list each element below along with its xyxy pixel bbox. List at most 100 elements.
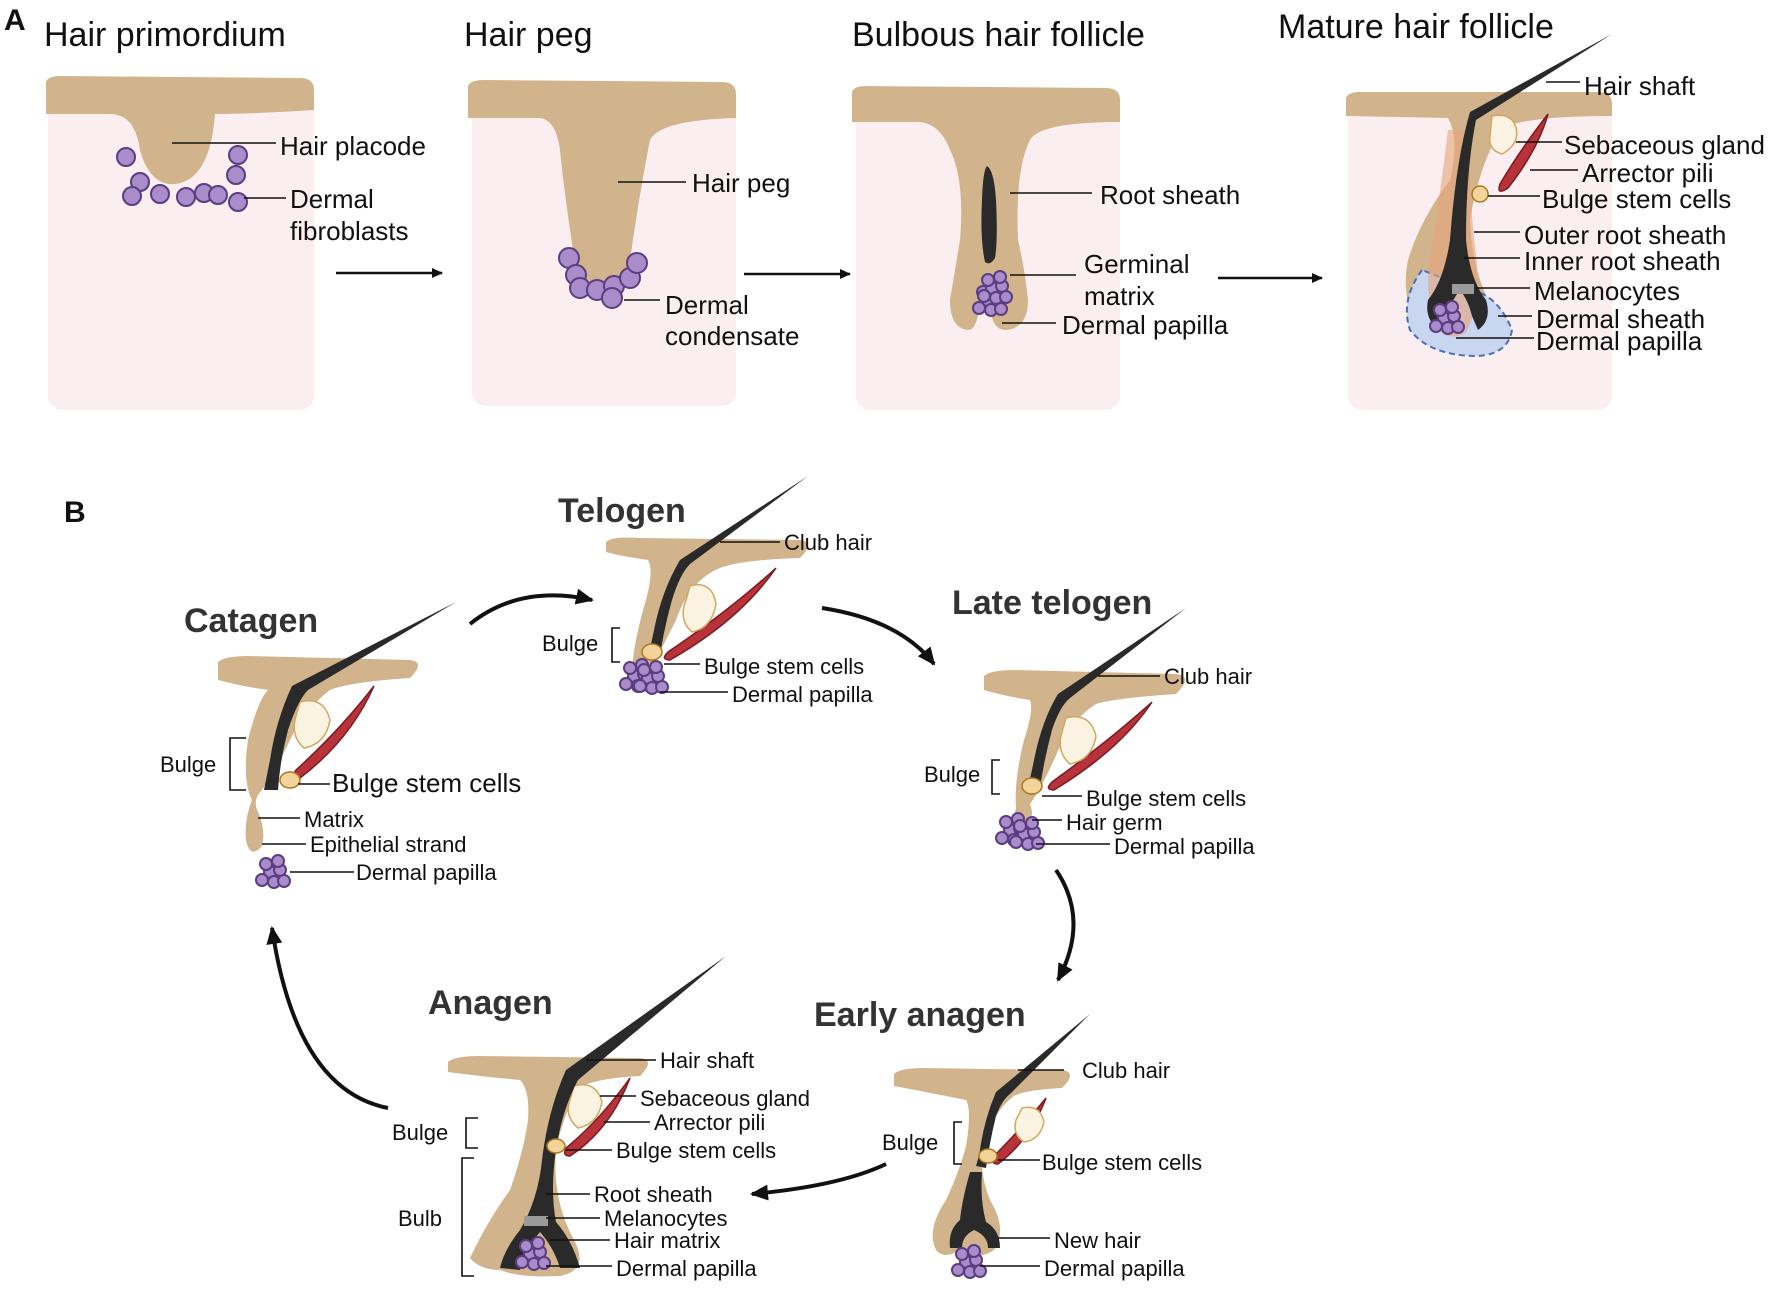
label-bulge: Bulge xyxy=(542,631,598,656)
bulge-stem-cells xyxy=(279,771,301,789)
label-bulge: Bulge xyxy=(160,752,216,777)
label-root-sheath: Root sheath xyxy=(1100,180,1240,210)
label-dermal-papilla: Dermal papilla xyxy=(1044,1256,1185,1281)
label-inner-root-sheath: Inner root sheath xyxy=(1524,246,1721,276)
cycle-arrow-catagen-telogen xyxy=(468,588,594,626)
stage-title-anagen: Anagen xyxy=(428,984,553,1022)
label-arrector-pili: Arrector pili xyxy=(1582,158,1713,188)
sebaceous-gland xyxy=(293,700,331,749)
label-bulge: Bulge xyxy=(392,1120,448,1145)
bulge-bracket xyxy=(991,759,1000,795)
label-outer-root-sheath: Outer root sheath xyxy=(1524,220,1726,250)
sebaceous-gland xyxy=(1014,1106,1045,1143)
bulb-bracket xyxy=(461,1157,474,1277)
stage-title-telogen: Telogen xyxy=(558,492,686,530)
stage-title-bulbous: Bulbous hair follicle xyxy=(852,16,1145,54)
label-new-hair: New hair xyxy=(1054,1228,1141,1253)
bulge-bracket xyxy=(229,737,246,791)
label-arrector-pili: Arrector pili xyxy=(654,1110,765,1135)
label-epithelial-strand: Epithelial strand xyxy=(310,832,467,857)
label-club-hair: Club hair xyxy=(784,530,872,555)
root-sheath-core xyxy=(981,166,997,264)
dermal-papilla-cells xyxy=(255,854,291,889)
panel-b-letter: B xyxy=(64,496,86,529)
epidermis-placode xyxy=(46,76,314,185)
label-hair-shaft: Hair shaft xyxy=(660,1048,754,1073)
stage-telogen: Telogen Bulge Club hair Bulge stem cells… xyxy=(542,476,873,707)
label-dermal-papilla: Dermal papilla xyxy=(356,860,497,885)
arrector-pili-muscle xyxy=(1047,701,1153,791)
label-sebaceous-gland: Sebaceous gland xyxy=(640,1086,810,1111)
label-dermal: Dermal xyxy=(290,184,374,214)
stage-mature-hair-follicle: Mature hair follicle Hair shaft Sebaceou… xyxy=(1278,8,1765,410)
bulge-stem-cells xyxy=(546,1138,566,1154)
sebaceous-gland xyxy=(682,584,717,633)
bulge-bracket xyxy=(465,1117,478,1149)
label-matrix: Matrix xyxy=(304,807,364,832)
cycle-arrow-telogen-late-telogen xyxy=(821,606,936,666)
melanocytes xyxy=(524,1216,548,1226)
stage-catagen: Catagen Bulge Bulge stem cells Matrix Ep… xyxy=(160,602,521,889)
stage-title-hair-peg: Hair peg xyxy=(464,16,593,54)
dermal-fibroblasts xyxy=(116,145,248,212)
label-dermal-sheath: Dermal sheath xyxy=(1536,304,1705,334)
stage-hair-peg: Hair peg Hair peg Dermal condensate xyxy=(464,16,799,406)
follicle-shape xyxy=(218,656,418,852)
label-condensate: condensate xyxy=(665,321,799,351)
label-club-hair: Club hair xyxy=(1082,1058,1170,1083)
label-hair-matrix: Hair matrix xyxy=(614,1228,720,1253)
cycle-arrow-early-anagen-anagen xyxy=(750,1162,887,1201)
sebaceous-gland xyxy=(567,1084,603,1129)
stage-hair-primordium: Hair primordium Hair placode Dermal fibr… xyxy=(44,16,426,410)
dermal-papilla-cells xyxy=(951,1244,987,1279)
label-bulge-stem-cells: Bulge stem cells xyxy=(332,768,521,798)
stage-early-anagen: Early anagen Bulge Club hair Bulge stem … xyxy=(814,996,1202,1281)
label-hair-peg: Hair peg xyxy=(692,168,790,198)
arrector-pili-muscle xyxy=(563,1077,631,1157)
label-hair-placode: Hair placode xyxy=(280,131,426,161)
cycle-arrow-late-telogen-early-anagen xyxy=(1054,868,1076,982)
label-bulge-stem-cells: Bulge stem cells xyxy=(1542,184,1731,214)
club-hair-icon xyxy=(648,476,808,656)
bulge-stem-cells xyxy=(1471,185,1489,203)
label-sebaceous-gland: Sebaceous gland xyxy=(1564,130,1765,160)
label-bulge: Bulge xyxy=(882,1130,938,1155)
label-bulge-stem-cells: Bulge stem cells xyxy=(704,654,864,679)
sebaceous-gland xyxy=(1489,114,1518,155)
stage-bulbous-hair-follicle: Bulbous hair follicle Root sheath Germin… xyxy=(852,16,1240,410)
melanocytes xyxy=(1452,284,1474,294)
stage-late-telogen: Late telogen Bulge Club hair Bulge stem … xyxy=(924,584,1255,859)
new-hair-icon xyxy=(949,1172,1000,1248)
label-club-hair: Club hair xyxy=(1164,664,1252,689)
mature-follicle-shape xyxy=(1346,92,1612,351)
label-dermal-papilla: Dermal papilla xyxy=(732,682,873,707)
label-melanocytes: Melanocytes xyxy=(604,1206,728,1231)
stage-title-hair-primordium: Hair primordium xyxy=(44,16,286,54)
label-fibroblasts: fibroblasts xyxy=(290,216,409,246)
label-bulge-stem-cells: Bulge stem cells xyxy=(1042,1150,1202,1175)
label-germinal: Germinal xyxy=(1084,249,1189,279)
label-hair-shaft: Hair shaft xyxy=(1584,71,1696,101)
label-dermal-papilla: Dermal papilla xyxy=(616,1256,757,1281)
hair-shaft-icon xyxy=(500,956,726,1270)
bulge-stem-cells xyxy=(978,1148,998,1164)
arrector-pili-muscle xyxy=(1498,113,1549,192)
label-bulge-stem-cells: Bulge stem cells xyxy=(616,1138,776,1163)
label-dermal-papilla: Dermal papilla xyxy=(1062,310,1229,340)
label-bulb: Bulb xyxy=(398,1206,442,1231)
bulge-stem-cells xyxy=(641,643,663,661)
label-hair-germ: Hair germ xyxy=(1066,810,1163,835)
hair-peg-shape xyxy=(468,80,736,292)
label-matrix: matrix xyxy=(1084,281,1155,311)
stage-title-late-telogen: Late telogen xyxy=(952,584,1152,622)
stage-title-mature: Mature hair follicle xyxy=(1278,8,1554,46)
bulge-stem-cells xyxy=(1021,777,1043,795)
dermal-condensate xyxy=(558,247,648,309)
dermis-block xyxy=(48,78,314,410)
label-dermal-papilla: Dermal papilla xyxy=(1536,326,1703,356)
hair-shaft-icon xyxy=(1427,34,1612,330)
club-hair-icon xyxy=(1028,608,1186,788)
label-dermal: Dermal xyxy=(665,290,749,320)
label-root-sheath: Root sheath xyxy=(594,1182,713,1207)
